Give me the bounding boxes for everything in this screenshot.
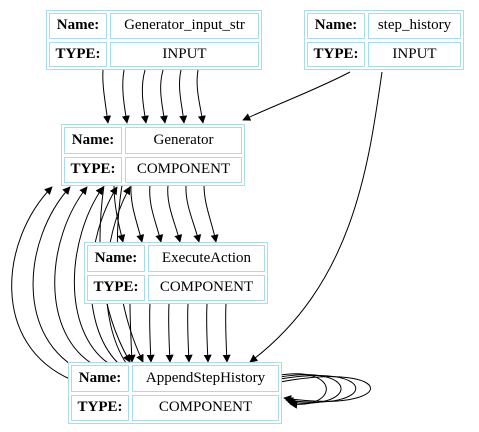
name-label: Name: [49,13,107,39]
edge-generator-to-execute-action [203,184,219,243]
node-generator-input-str[interactable]: Name: Generator_input_str TYPE: INPUT [46,10,262,70]
edge-execute-action-to-append-step-history [146,303,155,363]
edge-append-step-history-to-generator [11,186,73,381]
node-type: INPUT [110,41,259,67]
node-name: AppendStepHistory [132,365,279,392]
node-name: Generator_input_str [110,13,259,39]
edge-generator-to-execute-action [167,184,183,243]
edge-append-step-history-self-loop [279,375,357,405]
edge-generator-input-str-to-generator [121,69,130,124]
edge-step-history-to-generator [242,71,351,121]
name-label: Name: [87,245,145,272]
node-generator[interactable]: Name: Generator TYPE: COMPONENT [61,124,245,186]
edge-step-history-to-append-step-history [249,71,383,363]
edge-generator-input-str-to-generator [159,69,168,124]
node-type: COMPONENT [125,156,242,183]
name-label: Name: [71,365,129,392]
edge-generator-input-str-to-generator [102,69,112,124]
type-label: TYPE: [71,394,129,421]
name-label: Name: [64,127,122,154]
node-type: INPUT [368,41,461,67]
edge-append-step-history-self-loop [279,373,327,409]
node-execute-action[interactable]: Name: ExecuteAction TYPE: COMPONENT [84,242,268,304]
node-name: Generator [125,127,242,154]
edge-generator-to-execute-action [130,184,145,243]
edge-execute-action-to-append-step-history [165,303,174,363]
edge-append-step-history-to-generator [54,186,97,367]
edge-generator-to-execute-action [185,184,202,243]
edge-generator-to-execute-action [149,184,164,243]
node-type: COMPONENT [132,394,279,421]
type-label: TYPE: [307,41,365,67]
edge-execute-action-to-append-step-history [127,303,136,363]
edge-append-step-history-self-loop [279,376,371,403]
edge-append-step-history-to-generator [32,186,85,373]
node-step-history[interactable]: Name: step_history TYPE: INPUT [304,10,464,70]
type-label: TYPE: [49,41,107,67]
node-type: COMPONENT [148,274,265,301]
node-name: ExecuteAction [148,245,265,272]
type-label: TYPE: [87,274,145,301]
edge-execute-action-to-append-step-history [203,303,212,363]
edge-execute-action-to-append-step-history [184,303,193,363]
edge-generator-input-str-to-generator [179,69,188,124]
type-label: TYPE: [64,156,122,183]
edge-generator-input-str-to-generator [196,69,206,124]
edge-generator-input-str-to-generator [140,69,149,124]
node-name: step_history [368,13,461,39]
node-append-step-history[interactable]: Name: AppendStepHistory TYPE: COMPONENT [68,362,282,424]
name-label: Name: [307,13,365,39]
edge-append-step-history-to-generator [73,186,109,364]
edge-execute-action-to-append-step-history [222,303,231,363]
